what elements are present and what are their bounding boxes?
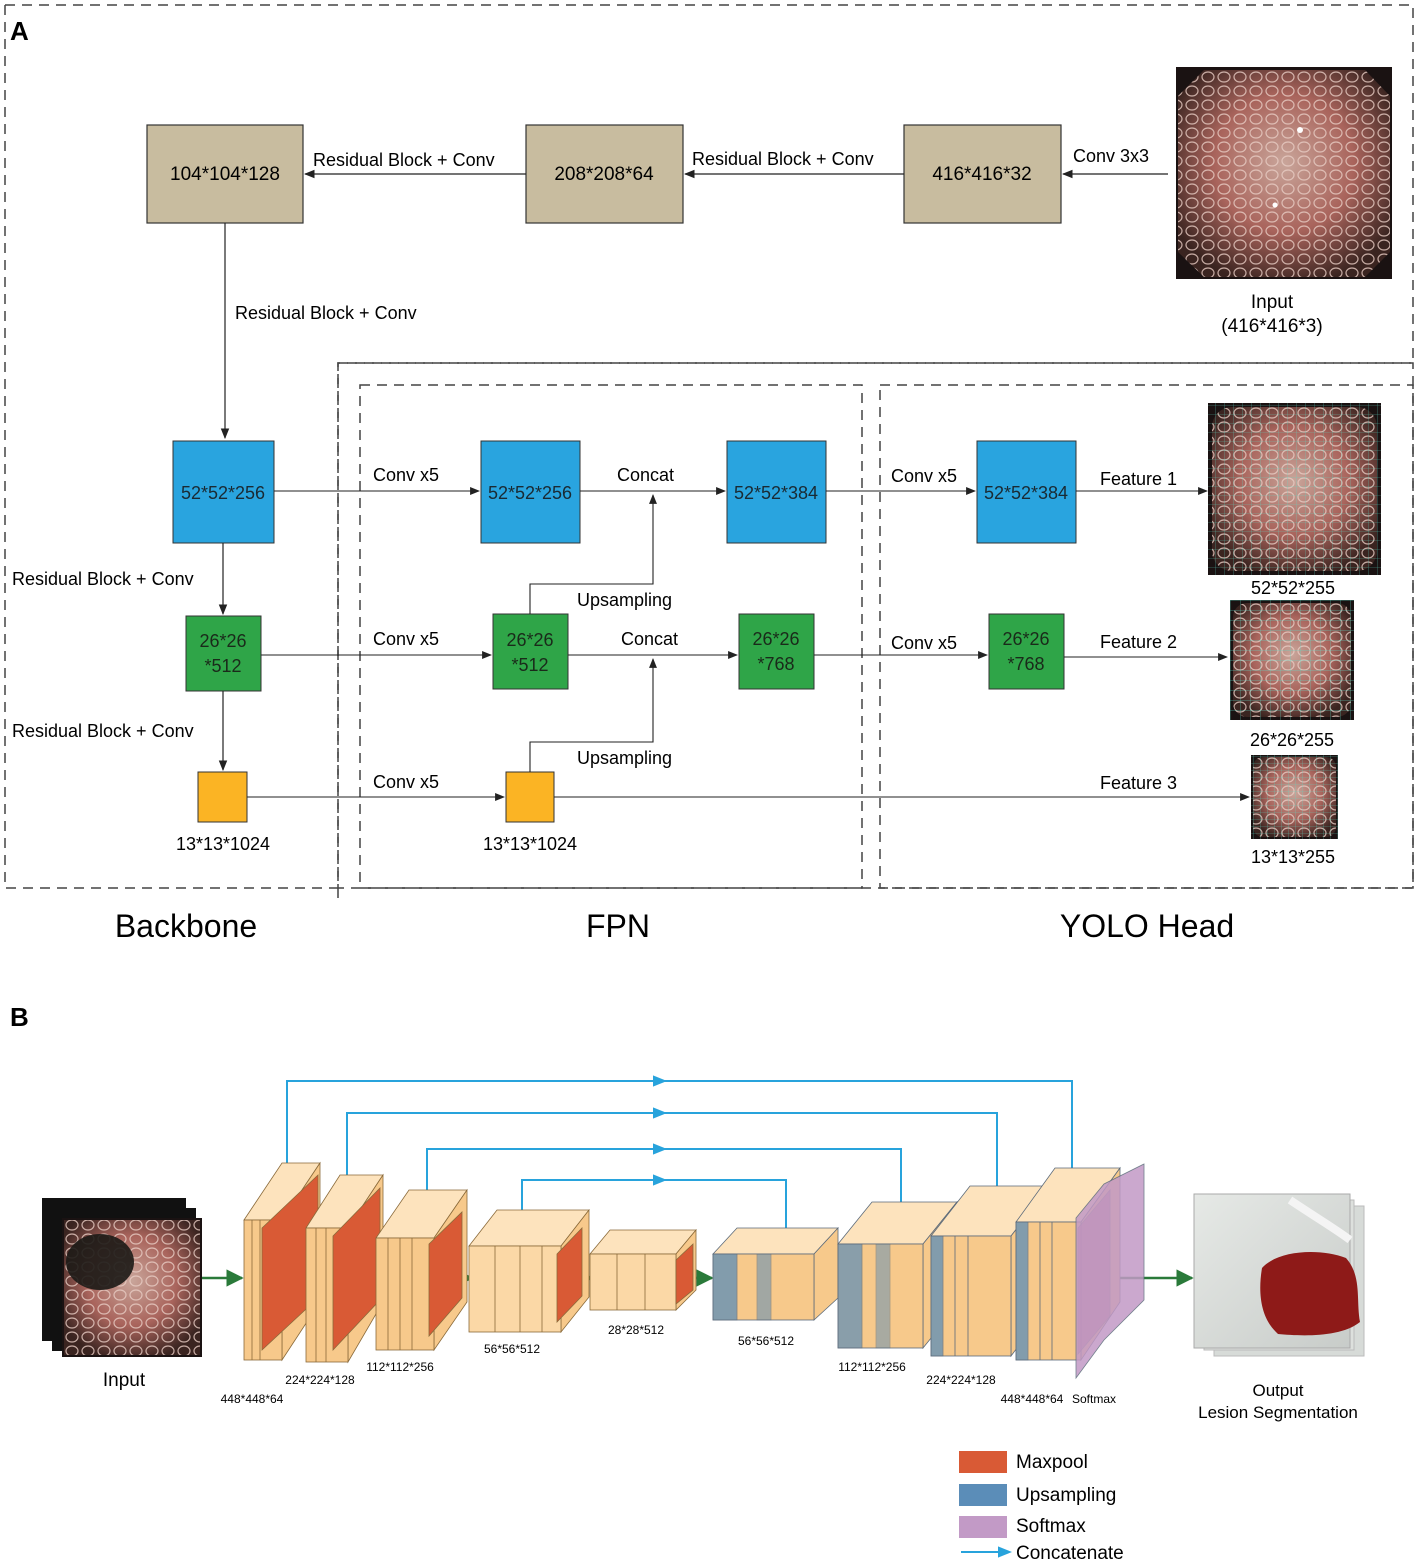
concat-block-52 xyxy=(726,440,827,544)
conv-x5-label-4: Conv x5 xyxy=(891,466,957,486)
fpn-frame xyxy=(359,384,863,889)
legend-label-concatenate: Concatenate xyxy=(1016,1543,1124,1564)
legend-swatch-upsampling xyxy=(959,1484,1007,1506)
concat-block-26-label-2: *768 xyxy=(757,654,794,674)
unet-output-label: Output xyxy=(1252,1381,1303,1400)
output-image-26 xyxy=(1230,600,1354,720)
output-13-label: 13*13*255 xyxy=(1251,847,1335,867)
legend-swatch-maxpool xyxy=(959,1451,1007,1473)
encoder-blocks xyxy=(243,1161,697,1364)
dec-label-224: 224*224*128 xyxy=(926,1373,996,1387)
output-26-label: 26*26*255 xyxy=(1250,730,1334,750)
skip-connections xyxy=(286,1075,1073,1252)
input-size-label: (416*416*3) xyxy=(1221,316,1322,337)
fpn-arrows xyxy=(247,487,1250,801)
res-block-label-3: Residual Block + Conv xyxy=(235,303,417,323)
section-fpn: FPN xyxy=(586,908,650,944)
panel-b-letter: B xyxy=(10,1002,29,1032)
conv-x5-label-1: Conv x5 xyxy=(373,465,439,485)
block-104-label: 104*104*128 xyxy=(170,164,280,185)
output-image-13 xyxy=(1251,755,1338,839)
conv-x5-label-2: Conv x5 xyxy=(373,629,439,649)
backbone-block-13-label: 13*13*1024 xyxy=(176,834,270,854)
feature-1-label: Feature 1 xyxy=(1100,469,1177,489)
decoder-blocks xyxy=(712,1163,1145,1380)
backbone-block-26 xyxy=(185,615,262,692)
unet-input-label: Input xyxy=(103,1370,146,1391)
head-block-26-label-2: *768 xyxy=(1007,654,1044,674)
conv3x3-label: Conv 3x3 xyxy=(1073,146,1149,166)
dec-label-112: 112*112*256 xyxy=(838,1360,906,1374)
fpn-block-13 xyxy=(505,771,555,823)
concat-label-1: Concat xyxy=(617,465,674,485)
unet-output-stack xyxy=(1193,1193,1365,1357)
conv-x5-label-3: Conv x5 xyxy=(373,772,439,792)
fpn-block-52-label: 52*52*256 xyxy=(488,483,572,503)
enc-label-28: 28*28*512 xyxy=(608,1323,664,1337)
backbone-block-52-label: 52*52*256 xyxy=(181,483,265,503)
backbone-frame-outline xyxy=(5,4,1414,898)
top-row-arrows xyxy=(220,169,1168,440)
backbone-block-26-label-1: 26*26 xyxy=(199,631,246,651)
legend-label-maxpool: Maxpool xyxy=(1016,1452,1088,1473)
panel-a-letter: A xyxy=(10,16,29,46)
concat-block-26-label-1: 26*26 xyxy=(752,629,799,649)
panel-a-frames xyxy=(4,4,1414,898)
concat-block-52-label: 52*52*384 xyxy=(734,483,818,503)
legend-label-softmax: Softmax xyxy=(1016,1516,1086,1537)
conv-x5-label-5: Conv x5 xyxy=(891,633,957,653)
fpn-block-26 xyxy=(492,613,569,690)
concat-label-2: Concat xyxy=(621,629,678,649)
legend-swatch-softmax xyxy=(959,1516,1007,1538)
concat-block-26 xyxy=(738,613,815,690)
enc-label-224: 224*224*128 xyxy=(285,1373,355,1387)
legend: Maxpool Upsampling Softmax Concatenate xyxy=(959,1451,1124,1564)
enc-label-448: 448*448*64 xyxy=(221,1392,284,1406)
head-block-52-label: 52*52*384 xyxy=(984,483,1068,503)
upsampling-label-2: Upsampling xyxy=(577,748,672,768)
head-frame xyxy=(879,384,1414,889)
backbone-block-52 xyxy=(172,440,275,544)
head-block-26-label-1: 26*26 xyxy=(1002,629,1049,649)
unet-input-stack xyxy=(42,1198,202,1357)
input-label: Input xyxy=(1251,292,1294,313)
backbone-block-26-label-2: *512 xyxy=(204,656,241,676)
enc-label-56: 56*56*512 xyxy=(484,1342,540,1356)
res-block-label-5: Residual Block + Conv xyxy=(12,721,194,741)
block-416-label: 416*416*32 xyxy=(932,164,1031,185)
output-image-52 xyxy=(1208,403,1381,575)
feature-3-label: Feature 3 xyxy=(1100,773,1177,793)
feature-2-label: Feature 2 xyxy=(1100,632,1177,652)
fpn-block-26-label-1: 26*26 xyxy=(506,630,553,650)
output-52-label: 52*52*255 xyxy=(1251,578,1335,598)
fpn-block-13-label: 13*13*1024 xyxy=(483,834,577,854)
block-208 xyxy=(525,124,684,224)
head-block-52 xyxy=(976,440,1077,544)
enc-label-112: 112*112*256 xyxy=(366,1360,434,1374)
block-104 xyxy=(146,124,304,224)
softmax-block-label: Softmax xyxy=(1072,1392,1116,1406)
res-block-label-1: Residual Block + Conv xyxy=(692,149,874,169)
legend-label-upsampling: Upsampling xyxy=(1016,1485,1116,1506)
block-208-label: 208*208*64 xyxy=(554,164,654,185)
backbone-frame-left xyxy=(4,5,338,889)
section-yolo-head: YOLO Head xyxy=(1060,908,1234,944)
unet-output-sublabel: Lesion Segmentation xyxy=(1198,1403,1358,1422)
head-block-26 xyxy=(988,613,1065,690)
dec-label-448: 448*448*64 xyxy=(1001,1392,1064,1406)
backbone-block-13 xyxy=(197,771,248,823)
res-block-label-2: Residual Block + Conv xyxy=(313,150,495,170)
fpn-block-26-label-2: *512 xyxy=(511,655,548,675)
res-block-label-4: Residual Block + Conv xyxy=(12,569,194,589)
fpn-block-52 xyxy=(480,440,581,544)
section-backbone: Backbone xyxy=(115,908,257,944)
upsampling-label-1: Upsampling xyxy=(577,590,672,610)
dec-label-56: 56*56*512 xyxy=(738,1334,794,1348)
input-endoscopy-image xyxy=(1176,67,1392,279)
